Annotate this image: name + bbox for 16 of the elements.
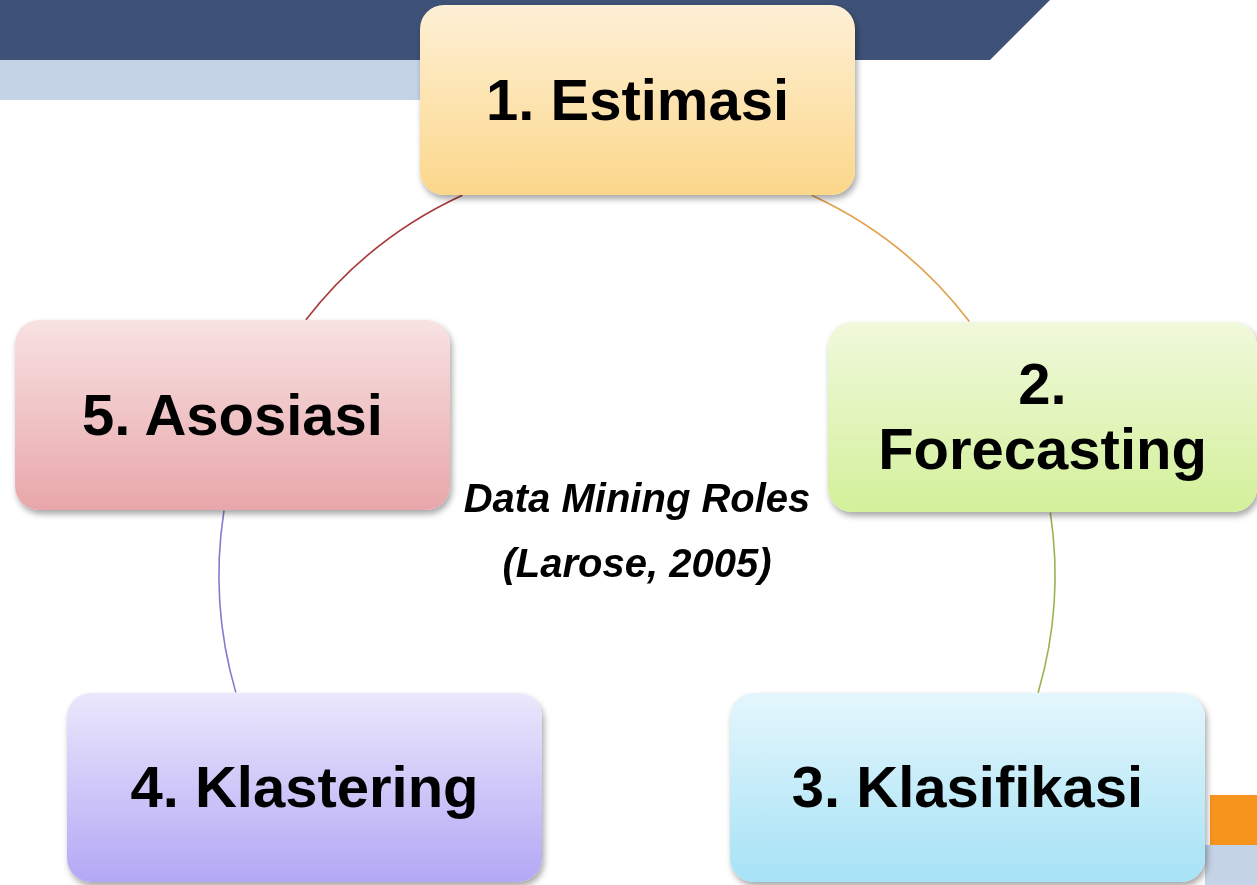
process-box [828, 322, 1257, 512]
process-box [420, 5, 855, 195]
center-caption: Data Mining Roles [463, 476, 811, 521]
process-box [67, 693, 542, 882]
connector-arc [810, 194, 971, 323]
box-label: 4. Klastering [130, 755, 479, 820]
connector-arc [305, 194, 464, 321]
center-caption: (Larose, 2005) [502, 541, 772, 586]
process-box [15, 320, 450, 510]
box-label: 5. Asosiasi [82, 382, 383, 448]
connector-arc [1037, 511, 1056, 694]
connector-arc [218, 509, 237, 694]
box-label: 1. Estimasi [485, 67, 790, 133]
box-label: 2. Forecasting [877, 352, 1208, 482]
box-label: 3. Klasifikasi [791, 755, 1144, 820]
process-box [730, 693, 1205, 882]
